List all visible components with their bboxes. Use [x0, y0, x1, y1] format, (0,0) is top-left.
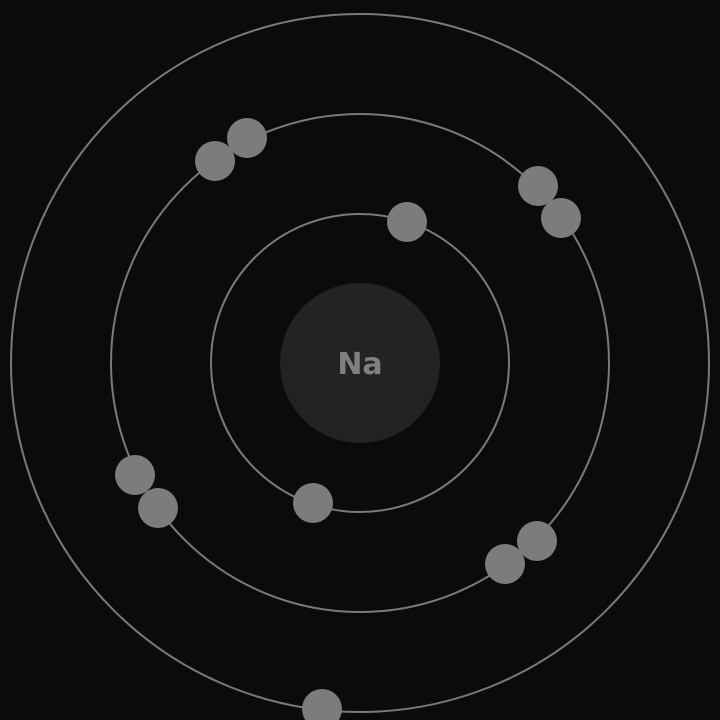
shell-2-orbit	[110, 113, 610, 613]
electron	[195, 141, 235, 181]
electron	[387, 202, 427, 242]
electron	[115, 455, 155, 495]
electron	[485, 544, 525, 584]
electron	[227, 118, 267, 158]
shell-1-orbit	[210, 213, 510, 513]
shells	[10, 13, 710, 713]
shell-3-orbit	[10, 13, 710, 713]
electron	[517, 521, 557, 561]
electron	[302, 689, 342, 720]
electrons	[115, 118, 581, 720]
electron	[518, 166, 558, 206]
electron	[293, 483, 333, 523]
element-symbol: Na	[337, 347, 382, 382]
nucleus	[280, 283, 440, 443]
electron	[541, 198, 581, 238]
electron	[138, 488, 178, 528]
